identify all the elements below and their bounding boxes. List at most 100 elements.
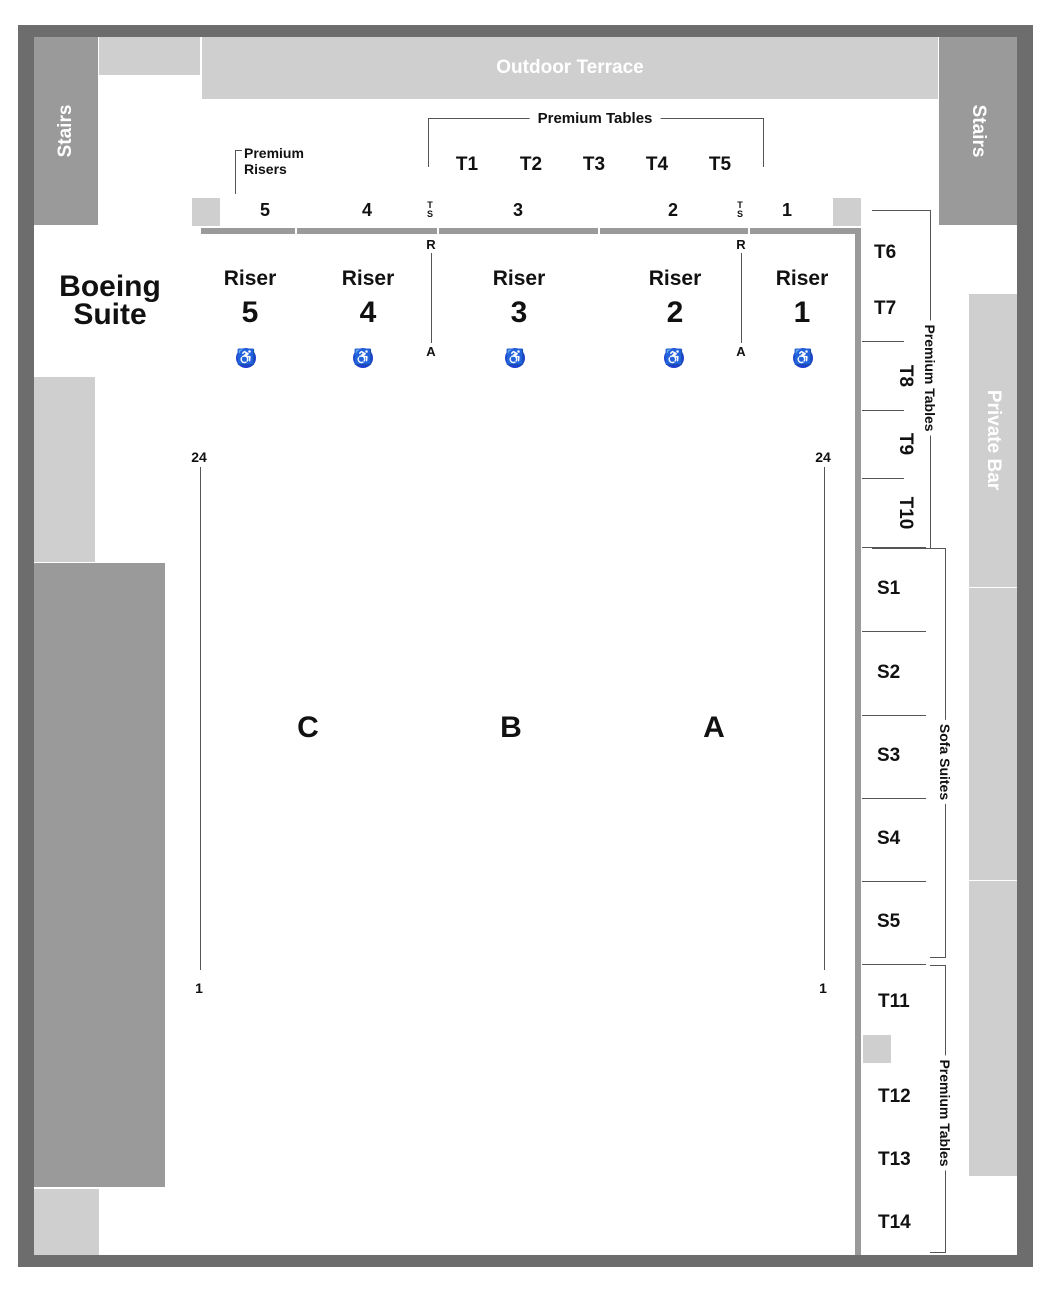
wheelchair-icon: ♿	[793, 348, 813, 368]
sofa-suite-s1[interactable]: S1	[877, 578, 901, 599]
wheelchair-icon: ♿	[505, 348, 525, 368]
rail-gap	[598, 228, 600, 234]
left-light-block-upper	[34, 377, 95, 562]
premium-risers-bracket	[235, 150, 242, 194]
sofa-suite-s5[interactable]: S5	[877, 911, 901, 932]
table-t3[interactable]: T3	[582, 154, 606, 175]
table-divider	[862, 478, 904, 479]
row-line-left	[200, 467, 201, 970]
suite-divider	[862, 881, 926, 882]
ts-marker-t: T	[737, 200, 743, 210]
top-left-block	[99, 37, 200, 75]
premium-riser-4[interactable]: 4	[361, 200, 373, 220]
table-t9[interactable]: T9	[895, 432, 916, 456]
riser-3-label: Riser	[492, 267, 546, 290]
boeing-suite-line2: Suite	[73, 298, 147, 331]
row-marker-right-top: 24	[815, 449, 831, 465]
venue-floor	[34, 37, 1017, 1255]
premium-risers-label-line1: Premium	[244, 145, 304, 161]
riser-2-label: Riser	[648, 267, 702, 290]
private-bar[interactable]: Private Bar	[969, 294, 1017, 1176]
stairs-left-label: Stairs	[55, 104, 76, 158]
sofa-suite-s4[interactable]: S4	[877, 828, 901, 849]
ra-line-left	[431, 253, 432, 343]
riser-1-number[interactable]: 1	[793, 296, 811, 329]
riser-5-label: Riser	[223, 267, 277, 290]
riser-end-block-right	[833, 198, 861, 226]
ra-marker-right-a: A	[736, 344, 746, 359]
premium-riser-1[interactable]: 1	[781, 200, 793, 220]
riser-rail	[201, 228, 860, 234]
ts-marker-t: T	[427, 200, 433, 210]
row-marker-left-bottom: 1	[195, 980, 203, 996]
riser-end-block-left	[192, 198, 220, 226]
rail-gap	[295, 228, 297, 234]
left-dark-block	[34, 563, 165, 1187]
wheelchair-icon: ♿	[236, 348, 256, 368]
boeing-suite-label[interactable]: Boeing Suite	[59, 270, 161, 331]
section-b[interactable]: B	[500, 711, 522, 744]
sofa-suite-s2[interactable]: S2	[877, 662, 901, 683]
riser-4-number[interactable]: 4	[359, 296, 377, 329]
table-t2[interactable]: T2	[519, 154, 543, 175]
rail-gap	[748, 228, 750, 234]
section-a[interactable]: A	[703, 711, 725, 744]
riser-1-label: Riser	[775, 267, 829, 290]
riser-2-number[interactable]: 2	[666, 296, 684, 329]
stairs-right[interactable]: Stairs	[939, 37, 1017, 225]
table-t5[interactable]: T5	[708, 154, 732, 175]
ts-marker-s: S	[736, 209, 744, 219]
private-bar-divider	[969, 587, 1017, 588]
sofa-suites-label: Sofa Suites	[937, 719, 953, 805]
ra-marker-left-r: R	[426, 237, 436, 252]
section-c[interactable]: C	[297, 711, 319, 744]
ts-marker-left: T S	[427, 201, 433, 219]
rail-gap	[437, 228, 439, 234]
table-t6[interactable]: T6	[874, 242, 897, 263]
right-rail	[855, 228, 861, 1255]
sofa-suite-s3[interactable]: S3	[877, 745, 901, 766]
riser-3-number[interactable]: 3	[510, 296, 528, 329]
table-t8[interactable]: T8	[895, 364, 916, 388]
row-marker-right-bottom: 1	[819, 980, 827, 996]
table-t12[interactable]: T12	[878, 1086, 911, 1107]
stairs-left[interactable]: Stairs	[34, 37, 98, 225]
riser-4-label: Riser	[341, 267, 395, 290]
premium-riser-5[interactable]: 5	[259, 200, 271, 220]
boeing-suite-line1: Boeing	[59, 270, 161, 303]
stairs-right-label: Stairs	[968, 104, 989, 158]
table-divider	[862, 547, 926, 548]
premium-risers-label: Premium Risers	[244, 145, 304, 177]
table-t10[interactable]: T10	[895, 496, 916, 530]
outdoor-terrace[interactable]: Outdoor Terrace	[202, 37, 938, 99]
wheelchair-icon: ♿	[664, 348, 684, 368]
table-t13[interactable]: T13	[878, 1149, 911, 1170]
premium-riser-3[interactable]: 3	[512, 200, 524, 220]
premium-tables-right-label-1: Premium Tables	[922, 320, 938, 436]
ra-marker-right-r: R	[736, 237, 746, 252]
premium-tables-right-label-2: Premium Tables	[937, 1055, 953, 1171]
suite-divider	[862, 798, 926, 799]
premium-risers-label-line2: Risers	[244, 161, 287, 177]
ts-marker-right: T S	[737, 201, 743, 219]
table-t11[interactable]: T11	[878, 991, 910, 1012]
suite-divider	[862, 964, 926, 965]
table-t1[interactable]: T1	[455, 154, 479, 175]
private-bar-label: Private Bar	[983, 389, 1004, 491]
table-t14[interactable]: T14	[878, 1212, 911, 1233]
ra-marker-left-a: A	[426, 344, 436, 359]
riser-5-number[interactable]: 5	[241, 296, 259, 329]
premium-riser-2[interactable]: 2	[667, 200, 679, 220]
ra-line-right	[741, 253, 742, 343]
table-t7[interactable]: T7	[874, 298, 897, 319]
table-side-block	[863, 1035, 891, 1063]
premium-tables-top-label: Premium Tables	[529, 110, 661, 127]
table-t4[interactable]: T4	[645, 154, 669, 175]
row-marker-left-top: 24	[191, 449, 207, 465]
left-light-block-lower	[34, 1189, 99, 1255]
wheelchair-icon: ♿	[353, 348, 373, 368]
table-divider	[862, 410, 904, 411]
suite-divider	[862, 631, 926, 632]
row-line-right	[824, 467, 825, 970]
outdoor-terrace-label: Outdoor Terrace	[496, 57, 644, 78]
